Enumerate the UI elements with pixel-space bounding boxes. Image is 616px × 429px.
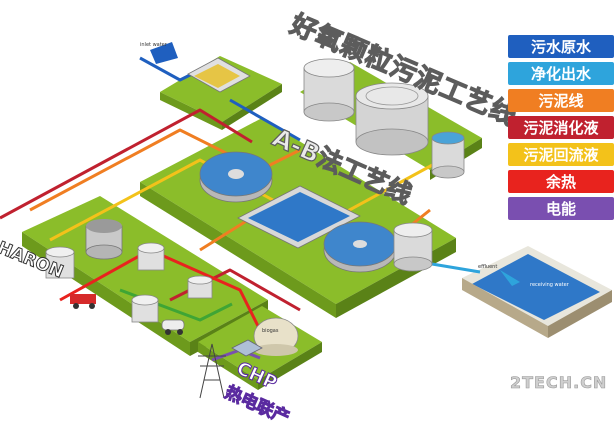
- heat-pipe: [59, 248, 262, 331]
- primary-clarifier: [199, 151, 273, 203]
- effluent-label: effluent: [478, 264, 497, 270]
- effluent-arrow-icon: [500, 270, 520, 286]
- receiving-water-label: receiving water: [530, 282, 570, 288]
- pretreatment-unit: [150, 42, 251, 93]
- sludge-pipe: [29, 128, 301, 212]
- legend-item-power: 电能: [508, 197, 614, 220]
- legend-item-return: 污泥回流液: [508, 143, 614, 166]
- power-pylon-icon: [198, 343, 226, 399]
- secondary-clarifier: [323, 221, 397, 273]
- tanker-truck-icon: [161, 319, 185, 335]
- digester-tank: [85, 219, 123, 260]
- receiving-water: [462, 246, 612, 338]
- legend-item-raw-water: 污水原水: [508, 35, 614, 58]
- gas-holder: [253, 317, 299, 356]
- aeration-basin: [237, 185, 361, 249]
- biogas-label: biogas: [262, 328, 279, 334]
- watermark: 2TECH.CN: [510, 373, 608, 393]
- digestate-pipe: [0, 108, 253, 220]
- storage-tank-3: [131, 294, 159, 323]
- legend-item-digestate: 污泥消化液: [508, 116, 614, 139]
- gravity-thickener: [393, 222, 433, 272]
- storage-tank-2: [137, 242, 165, 271]
- chp-engine: [231, 339, 263, 357]
- inlet-label: inlet water: [140, 42, 168, 48]
- truck-icon: [70, 294, 96, 309]
- legend: 污水原水 净化出水 污泥线 污泥消化液 污泥回流液 余热 电能: [508, 35, 614, 224]
- legend-item-heat: 余热: [508, 170, 614, 193]
- legend-item-effluent: 净化出水: [508, 62, 614, 85]
- storage-tank-1: [45, 246, 75, 279]
- aerobic-tank-small: [303, 58, 355, 122]
- process-diagram: inlet water receiving water effluent bio…: [0, 42, 612, 399]
- legend-item-sludge: 污泥线: [508, 89, 614, 112]
- aerobic-tank-right: [431, 131, 465, 179]
- aerobic-tank-large: [355, 82, 429, 156]
- storage-tank-4: [187, 275, 213, 299]
